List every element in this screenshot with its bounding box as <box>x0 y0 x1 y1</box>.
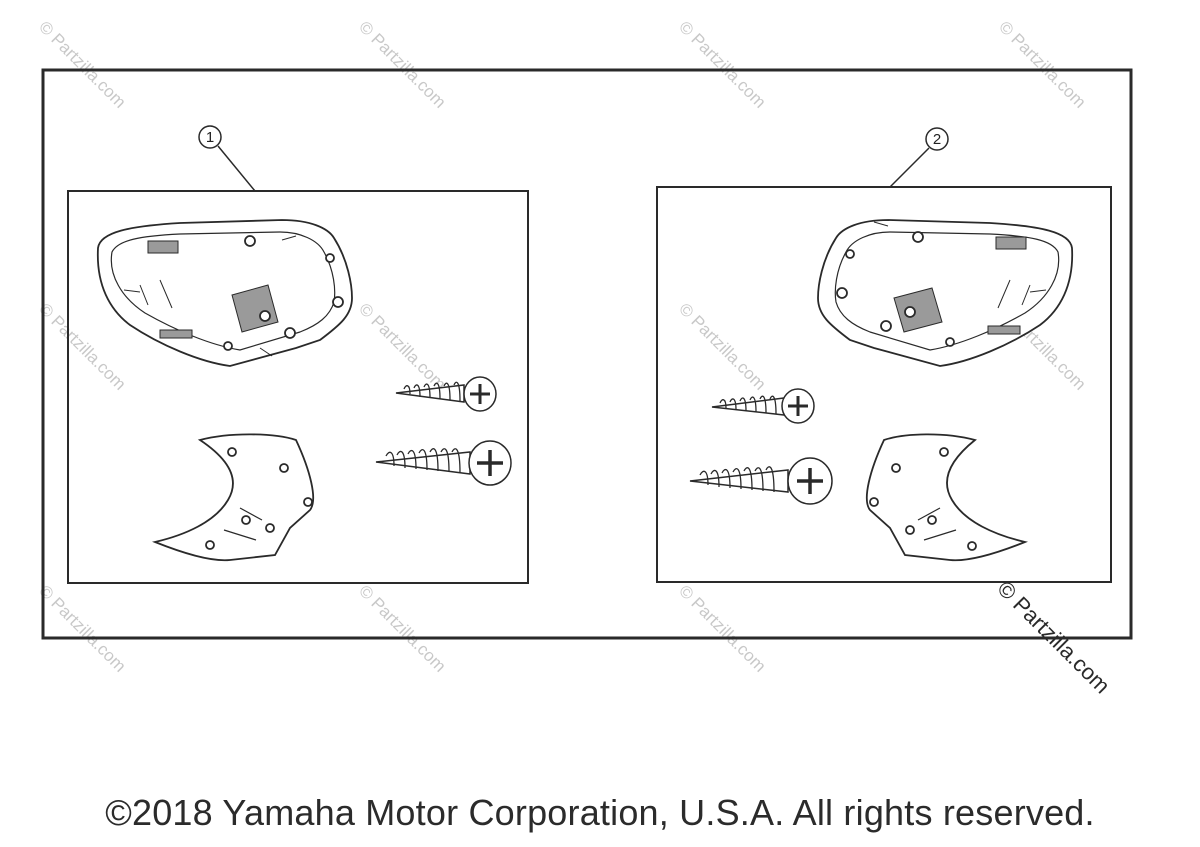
callout-label-2: 2 <box>933 131 941 148</box>
watermark: © Partzilla.com <box>995 17 1089 111</box>
callout-circle-2 <box>925 127 949 151</box>
panel-item-1: 1 <box>67 125 529 584</box>
bracket-right <box>866 433 1028 562</box>
watermark: © Partzilla.com <box>35 17 129 111</box>
mirror-cover-right <box>817 219 1074 367</box>
screw-short-right <box>711 388 815 424</box>
watermark: © Partzilla.com <box>675 299 769 393</box>
outer-frame <box>41 68 1133 640</box>
callout-leader-1 <box>217 145 256 192</box>
callout-circle-1 <box>198 125 222 149</box>
copyright-text: ©2018 Yamaha Motor Corporation, U.S.A. A… <box>105 792 1095 833</box>
panel-frame-left <box>67 190 529 584</box>
screw-short-left <box>395 376 497 412</box>
callout-leader-2 <box>889 147 930 188</box>
callout-label-1: 1 <box>206 129 214 146</box>
panel-frame-right <box>656 186 1112 583</box>
watermark: © Partzilla.com <box>35 299 129 393</box>
mirror-cover-left <box>96 219 353 367</box>
watermark: © Partzilla.com <box>355 299 449 393</box>
panel-item-2: 2 <box>656 127 1112 583</box>
watermark: © Partzilla.com <box>675 581 769 675</box>
bracket-left <box>152 433 314 562</box>
watermark: © Partzilla.com <box>675 17 769 111</box>
screw-long-left <box>375 440 512 486</box>
watermark: © Partzilla.com <box>35 581 129 675</box>
watermark: © Partzilla.com <box>355 581 449 675</box>
watermark: © Partzilla.com <box>355 17 449 111</box>
screw-long-right <box>689 457 833 505</box>
